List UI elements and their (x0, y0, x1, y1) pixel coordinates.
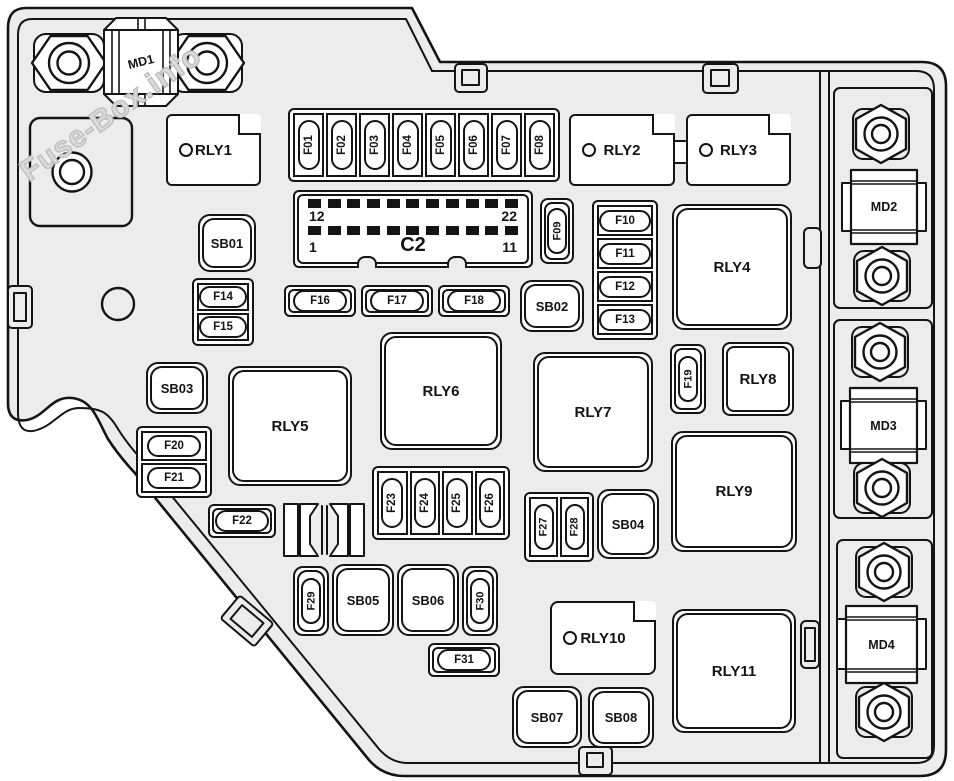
fuse-f20: F20 (141, 431, 207, 461)
md1-bolt-left (30, 33, 108, 93)
bottom-edge-tab (578, 746, 613, 776)
sb-sb07: SB07 (512, 686, 582, 748)
fuse-f04: F04 (392, 113, 423, 177)
relay-rly8: RLY8 (722, 342, 794, 416)
c2-pin-1: 1 (309, 239, 317, 255)
fuse-f12: F12 (597, 271, 653, 302)
top-edge-tab (454, 63, 488, 93)
c2-pin-row-top (308, 199, 518, 208)
diagonal-edge-tab (220, 595, 274, 647)
fuse-f29: F29 (293, 566, 329, 636)
sb-sb04: SB04 (597, 489, 659, 559)
sb-sb05: SB05 (332, 564, 394, 636)
fuse-f19: F19 (670, 344, 706, 414)
relay-pin-dot (179, 143, 193, 157)
c2-pin-22: 22 (501, 208, 517, 224)
left-edge-tab (7, 285, 33, 329)
fuse-f05: F05 (425, 113, 456, 177)
fuse-f28: F28 (560, 497, 589, 557)
board-hole (100, 286, 136, 322)
latch-clips (283, 503, 365, 557)
fuse-f10: F10 (597, 205, 653, 236)
relay-rly6: RLY6 (380, 332, 502, 450)
relay-rly2: RLY2 (569, 114, 675, 186)
relay-pin-dot (582, 143, 596, 157)
board-inner-wall (17, 18, 935, 764)
relay-corner-notch (633, 601, 656, 622)
relay-corner-notch (652, 114, 675, 135)
sb-sb08: SB08 (588, 687, 654, 748)
relay-rly1: RLY1 (166, 114, 261, 186)
relay-rly7: RLY7 (533, 352, 653, 472)
relay-pin-dot (699, 143, 713, 157)
fuse-f09: F09 (540, 198, 574, 264)
fuse-f14: F14 (197, 283, 249, 311)
fuse-f03: F03 (359, 113, 390, 177)
fuse-f02: F02 (326, 113, 357, 177)
relay-rly9: RLY9 (671, 431, 797, 552)
relay-rly5: RLY5 (228, 366, 352, 486)
wall-tab (800, 227, 822, 669)
fuse-f25: F25 (442, 471, 473, 535)
fuse-strip-f20-f21: F20 F21 (136, 426, 212, 498)
relay-corner-notch (238, 114, 261, 135)
c2-label: C2 (400, 234, 426, 256)
c2-pin-row-bottom (308, 226, 518, 235)
md1-bolt-right (168, 33, 246, 93)
md4-hardware (836, 541, 927, 743)
relay-rly3: RLY3 (686, 114, 791, 186)
fuse-f01: F01 (293, 113, 324, 177)
md2-hardware (841, 103, 927, 307)
sb-sb06: SB06 (397, 564, 459, 636)
fuse-f24: F24 (409, 471, 440, 535)
sb-sb02: SB02 (520, 280, 584, 332)
md1-module (103, 17, 179, 107)
fuse-strip-f23-f26: F23 F24 F25 F26 (372, 466, 510, 540)
connector-c2: 12 22 1 11 C2 (293, 190, 533, 268)
fuse-f15: F15 (197, 313, 249, 341)
c2-pin-12: 12 (309, 208, 325, 224)
fuse-f22: F22 (208, 504, 276, 538)
relay-pin-dot (563, 631, 577, 645)
top-edge-tab-2 (702, 63, 739, 94)
c2-notch (357, 256, 377, 268)
fuse-f26: F26 (474, 471, 505, 535)
relay-rly10: RLY10 (550, 601, 656, 675)
relay-corner-notch (768, 114, 791, 135)
fuse-f23: F23 (377, 471, 408, 535)
fuse-strip-f14-f15: F14 F15 (192, 278, 254, 346)
relay-rly4: RLY4 (672, 204, 792, 330)
fuse-f06: F06 (458, 113, 489, 177)
fuse-f13: F13 (597, 304, 653, 335)
sb-sb03: SB03 (146, 362, 208, 414)
fuse-f21: F21 (141, 463, 207, 493)
c2-pin-11: 11 (502, 239, 517, 255)
fuse-f18: F18 (438, 285, 510, 317)
fuse-f30: F30 (462, 566, 498, 636)
fuse-f27: F27 (529, 497, 558, 557)
fuse-strip-f27-f28: F27 F28 (524, 492, 594, 562)
c2-notch (447, 256, 467, 268)
fuse-strip-f01-f08: F01 F02 F03 F04 F05 F06 F07 F08 (288, 108, 560, 182)
fuse-f08: F08 (524, 113, 555, 177)
fuse-strip-f10-f13: F10 F11 F12 F13 (592, 200, 658, 340)
fuse-f31: F31 (428, 643, 500, 677)
relay-rly11: RLY11 (672, 609, 796, 733)
sb-sb01: SB01 (198, 214, 256, 272)
fuse-f17: F17 (361, 285, 433, 317)
fuse-f11: F11 (597, 238, 653, 269)
md3-hardware (840, 321, 927, 519)
fuse-f16: F16 (284, 285, 356, 317)
fuse-f07: F07 (491, 113, 522, 177)
